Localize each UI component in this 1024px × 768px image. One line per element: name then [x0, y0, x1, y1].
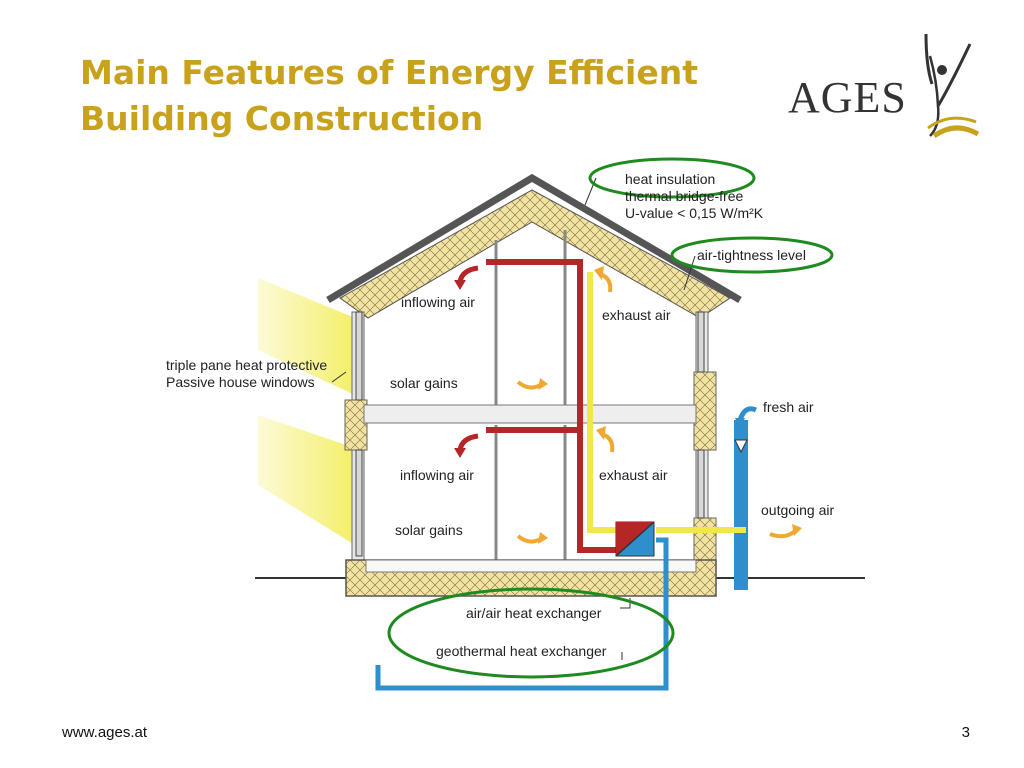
outgoing-air-label: outgoing air [761, 502, 835, 518]
page-number: 3 [961, 724, 970, 741]
inflowing-air-upper-label: inflowing air [401, 294, 475, 310]
insulation-highlight-ellipse [588, 157, 756, 199]
fresh-air-arrow-icon [737, 406, 758, 421]
supply-air-duct [486, 259, 616, 553]
exhaust-arrowhead-upper-icon [594, 266, 604, 280]
exhaust-arrowhead-lower-icon [596, 426, 606, 440]
solar-gain-arrow-upper-icon [516, 380, 544, 390]
solar-gain-arrow-lower-icon [516, 534, 544, 544]
footer-url: www.ages.at [62, 724, 148, 741]
window-lower-right [697, 449, 705, 519]
fresh-air-filter-icon [734, 439, 748, 454]
right-wall-insulation-lower [693, 517, 717, 563]
heat-exchanger-highlight-ellipse [387, 587, 675, 679]
inflow-arrow-upper-icon [457, 265, 479, 283]
outgoing-air-arrow-icon [769, 528, 798, 539]
air-heat-exchanger-label: air/air heat exchanger [466, 605, 602, 621]
ages-logo: AGES [780, 26, 980, 146]
logo-wordmark: AGES [788, 73, 907, 122]
logo-figure-icon [924, 33, 980, 139]
solar-gains-lower-label: solar gains [395, 522, 463, 538]
thermal-bridge-free-label: thermal bridge-free [625, 188, 743, 204]
slide-title: Main Features of Energy Efficient Buildi… [80, 50, 780, 142]
solar-gains-upper-label: solar gains [390, 375, 458, 391]
solar-gain-arrowhead-upper-icon [538, 378, 548, 390]
window-lower-left [355, 449, 363, 557]
fresh-air-label: fresh air [763, 399, 814, 415]
title-line-2: Building Construction [80, 99, 484, 138]
window-upper-right [697, 311, 705, 373]
heat-insulation-label: heat insulation [625, 171, 715, 187]
exhaust-air-upper-label: exhaust air [602, 307, 671, 323]
roof-edge [326, 173, 742, 304]
solar-gain-arrowhead-lower-icon [538, 532, 548, 544]
sun-ray-upper [258, 278, 355, 395]
exhaust-air-lower-label: exhaust air [599, 467, 668, 483]
inflowing-air-lower-label: inflowing air [400, 467, 474, 483]
geothermal-heat-exchanger-label: geothermal heat exchanger [436, 643, 607, 659]
inflow-arrowhead-upper-icon [454, 280, 466, 290]
heat-exchanger-divider [615, 521, 655, 557]
fresh-air-arrowhead-icon [735, 418, 745, 428]
geothermal-duct [375, 537, 669, 691]
right-wall-insulation-upper [693, 371, 717, 451]
exhaust-air-duct [587, 272, 616, 533]
sun-ray-lower [258, 415, 355, 545]
air-tightness-highlight-ellipse [670, 236, 834, 274]
inflow-arrow-lower-icon [457, 433, 479, 451]
upper-floor-slab [363, 404, 697, 424]
air-tightness-label: air-tightness level [697, 247, 806, 263]
u-value-label: U-value < 0,15 W/m²K [625, 205, 764, 221]
windows-label-line-1: triple pane heat protective [166, 357, 327, 373]
inflow-arrowhead-lower-icon [454, 448, 466, 458]
window-upper-left [355, 311, 363, 401]
windows-label-line-2: Passive house windows [166, 374, 315, 390]
title-line-1: Main Features of Energy Efficient [80, 53, 699, 92]
air-tightness-leader [683, 255, 696, 291]
outgoing-air-arrowhead-icon [792, 524, 802, 536]
ground-floor-slab [365, 559, 697, 573]
windows-leader [331, 371, 347, 383]
